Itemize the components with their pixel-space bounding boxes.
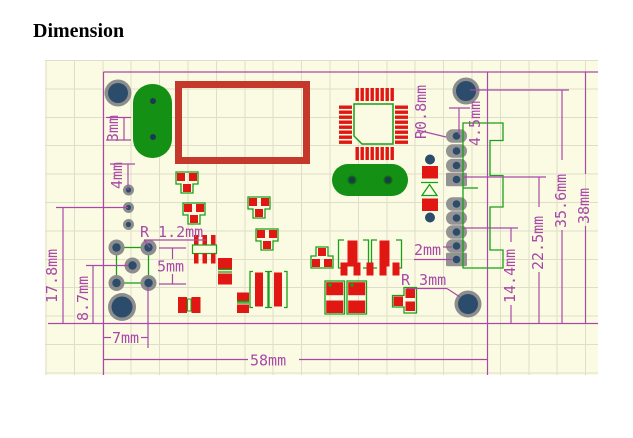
chip-resistor-vertical-2 <box>237 292 249 313</box>
switch-footprint <box>108 239 157 291</box>
page-title: Dimension <box>33 20 125 42</box>
dim-label-38mm: 38mm <box>575 188 593 224</box>
dim-label-35-6mm: 35.6mm <box>552 174 570 228</box>
dim-label-8-7mm: 8.7mm <box>74 276 92 321</box>
sot23-footprint-2 <box>182 202 206 225</box>
pcb-canvas: 3mm 4mm 17.8mm 8.7mm R 1.2mm <box>45 60 598 375</box>
via-column <box>123 184 134 230</box>
dimension-r3mm: R 3mm <box>401 271 461 298</box>
display-outline <box>175 81 310 164</box>
dim-label-r1-2mm: R 1.2mm <box>140 223 203 241</box>
mounting-hole-bottom-left <box>108 293 136 321</box>
dimension-38mm: 38mm <box>575 72 593 324</box>
dim-label-22-5mm: 22.5mm <box>529 216 547 270</box>
mounting-hole-bottom-right <box>454 290 482 318</box>
dimension-r0-8mm: R0.8mm <box>412 85 447 139</box>
dimension-r1-2mm: R 1.2mm <box>140 223 206 248</box>
dim-label-3mm: 3mm <box>104 115 122 142</box>
connector-pads <box>446 129 467 267</box>
pcb-dimension-drawing: 3mm 4mm 17.8mm 8.7mm R 1.2mm <box>45 71 598 375</box>
bracket-footprint-a <box>249 270 288 309</box>
dimension-4-5mm: 4.5mm <box>449 101 484 146</box>
dimension-7mm: 7mm <box>104 287 149 348</box>
dimension-8-7mm: 8.7mm <box>74 264 128 324</box>
usb-connector-outline <box>462 122 504 269</box>
dimension-22-5mm: 22.5mm <box>463 176 547 324</box>
dim-label-r3mm: R 3mm <box>401 271 446 289</box>
dim-label-4mm: 4mm <box>108 162 126 189</box>
diode-footprint <box>420 154 439 223</box>
dimension-17-8mm: 17.8mm <box>45 206 128 324</box>
sot23-footprint-1 <box>175 171 199 194</box>
sot23-footprint-5 <box>310 246 334 269</box>
dimension-4mm: 4mm <box>108 162 135 190</box>
dim-label-5mm: 5mm <box>157 258 184 276</box>
dim-label-58mm: 58mm <box>250 352 286 370</box>
dim-label-14-4mm: 14.4mm <box>501 249 519 303</box>
microphone-footprint <box>133 84 172 158</box>
sot23-footprint-3 <box>247 196 271 219</box>
bracket-footprint-b <box>337 239 403 276</box>
crystal-footprint <box>332 164 408 196</box>
dimension-35-6mm: 35.6mm <box>470 89 570 324</box>
chip-resistor-horizontal <box>178 297 201 313</box>
chip-resistor-vertical-1 <box>218 258 232 285</box>
dim-label-17-8mm: 17.8mm <box>45 249 61 303</box>
mounting-hole-top-left <box>104 79 132 107</box>
mounting-hole-top-right <box>452 77 480 105</box>
dim-label-7mm: 7mm <box>112 329 139 347</box>
dimension-14-4mm: 14.4mm <box>463 227 519 324</box>
capacitor-footprint-1 <box>324 280 346 315</box>
capacitor-footprint-2 <box>346 280 368 315</box>
dimension-5mm: 5mm <box>157 247 186 285</box>
dimension-3mm: 3mm <box>104 115 131 142</box>
sot23-footprint-4 <box>255 228 279 251</box>
dimension-2mm: 2mm <box>414 241 452 261</box>
dim-label-4-5mm: 4.5mm <box>466 101 484 146</box>
qfp-ic-footprint <box>339 88 408 160</box>
dimension-58mm: 58mm <box>104 352 488 370</box>
dim-label-r0-8mm: R0.8mm <box>412 85 430 139</box>
sot89-footprint <box>391 286 418 314</box>
dim-label-2mm: 2mm <box>414 241 441 259</box>
